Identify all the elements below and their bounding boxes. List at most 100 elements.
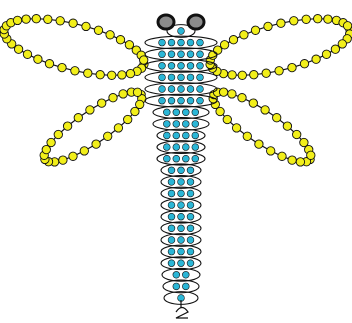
body-bead	[168, 202, 175, 209]
wing-bead	[228, 90, 236, 98]
wing-bead	[124, 115, 132, 123]
wing-bead	[13, 16, 21, 24]
body-bead	[178, 86, 185, 93]
body-bead	[168, 237, 175, 244]
body-bead	[173, 283, 180, 290]
body-bead	[159, 62, 166, 69]
body-bead	[187, 202, 194, 209]
body-bead	[187, 190, 194, 197]
body-bead	[168, 86, 175, 93]
body-bead	[178, 28, 185, 35]
body-bead	[159, 97, 166, 104]
body-bead	[187, 62, 194, 69]
wing-bead	[324, 15, 332, 23]
tail-tip	[176, 300, 188, 318]
wing-bead	[69, 19, 77, 27]
body-bead	[178, 202, 185, 209]
wing-bead	[23, 50, 31, 58]
wing-bead	[47, 138, 55, 146]
wing-bead	[238, 71, 246, 79]
body-bead	[182, 155, 189, 162]
wing-bead	[322, 50, 330, 58]
wing-bead	[223, 115, 231, 123]
body-bead	[168, 51, 175, 58]
wing-bead	[109, 94, 117, 102]
wing-bead	[278, 152, 286, 160]
wing-bead	[133, 88, 141, 96]
wing-bead	[250, 71, 258, 79]
body-bead	[168, 225, 175, 232]
wing-bead	[84, 69, 92, 77]
wing-bead	[267, 147, 275, 155]
body-bead	[187, 225, 194, 232]
body-bead	[182, 144, 189, 151]
body-bead	[159, 51, 166, 58]
body-bead	[187, 51, 194, 58]
body-row-thread	[162, 268, 200, 281]
body-bead	[159, 74, 166, 81]
body-bead	[168, 260, 175, 267]
eyes-group	[158, 15, 204, 29]
wing-bead	[240, 31, 248, 39]
wing-bead	[126, 69, 134, 77]
wing-bead	[307, 151, 315, 159]
body-bead	[168, 39, 175, 46]
wing-bead	[314, 15, 322, 23]
wing-bead	[277, 19, 285, 27]
wing-bead	[343, 22, 351, 30]
body-bead	[178, 260, 185, 267]
wing-bead	[290, 17, 298, 25]
wing-bead	[220, 41, 228, 49]
body-bead	[197, 39, 204, 46]
body-bead	[187, 74, 194, 81]
body-bead	[178, 190, 185, 197]
wing-thread	[213, 92, 311, 162]
body-bead	[163, 132, 170, 139]
body-bead	[192, 132, 199, 139]
wing-bead	[114, 124, 122, 132]
wing-bead	[45, 60, 53, 68]
wing-bead	[80, 147, 88, 155]
wing-bead	[251, 26, 259, 34]
body-bead	[187, 237, 194, 244]
wing-bead	[262, 69, 270, 77]
wing-thread	[44, 92, 142, 162]
eye-bead	[188, 15, 204, 29]
body-bead	[168, 167, 175, 174]
wing-bead	[131, 107, 139, 115]
wing-bead	[106, 31, 114, 39]
body-bead	[187, 39, 194, 46]
body-bead	[173, 121, 180, 128]
body-bead	[187, 167, 194, 174]
wing-bead	[104, 132, 112, 140]
wing-bead	[92, 140, 100, 148]
upper-right-wing	[206, 15, 352, 80]
wing-bead	[264, 22, 272, 30]
body-bead	[173, 132, 180, 139]
body-row-thread	[153, 106, 209, 119]
body-bead	[192, 109, 199, 116]
body-bead	[163, 121, 170, 128]
body-bead	[182, 271, 189, 278]
eye-bead	[158, 15, 174, 29]
wing-bead	[54, 130, 62, 138]
wing-bead	[302, 15, 310, 23]
lower-right-wing	[209, 88, 315, 166]
body-bead	[168, 62, 175, 69]
body-bead	[168, 248, 175, 255]
body-bead	[163, 109, 170, 116]
body-bead	[197, 97, 204, 104]
wing-bead	[296, 158, 304, 166]
body-bead	[173, 271, 180, 278]
wing-bead	[243, 132, 251, 140]
wing-bead	[288, 156, 296, 164]
wing-bead	[312, 55, 320, 63]
wing-bead	[283, 122, 291, 130]
body-bead	[187, 86, 194, 93]
wing-bead	[249, 99, 257, 107]
wing-bead	[69, 152, 77, 160]
body-row-thread	[153, 118, 209, 131]
lower-left-wing	[40, 88, 146, 166]
wing-bead	[275, 67, 283, 75]
